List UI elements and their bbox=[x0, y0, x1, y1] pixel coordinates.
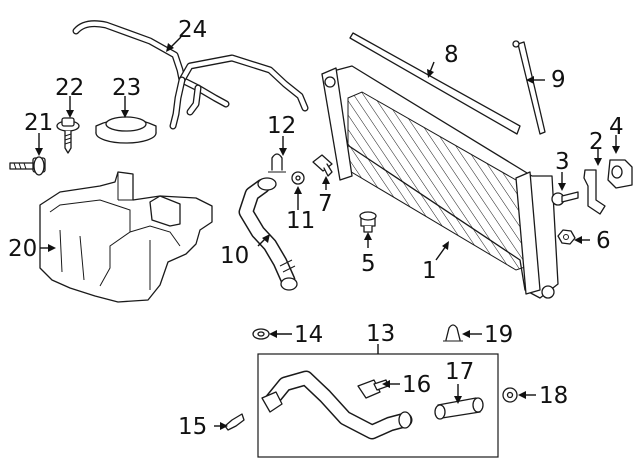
part-3-bolt bbox=[551, 191, 579, 206]
part-9-rod bbox=[512, 40, 546, 135]
part-20-coolant-reservoir bbox=[39, 171, 213, 303]
part-23-reservoir-cap bbox=[95, 116, 157, 144]
callout-8: 8 bbox=[444, 42, 459, 68]
callout-12: 12 bbox=[267, 113, 296, 139]
callout-2: 2 bbox=[589, 129, 604, 155]
callout-15: 15 bbox=[178, 414, 207, 440]
part-22-screw bbox=[56, 117, 80, 154]
callout-9: 9 bbox=[551, 67, 566, 93]
callout-19: 19 bbox=[484, 322, 513, 348]
callout-7: 7 bbox=[318, 191, 333, 217]
leader-lines bbox=[35, 36, 620, 430]
callout-4: 4 bbox=[609, 114, 624, 140]
part-16-sensor bbox=[357, 379, 389, 399]
callout-13: 13 bbox=[366, 321, 395, 347]
part-4-mount bbox=[607, 159, 633, 189]
callout-6: 6 bbox=[596, 228, 611, 254]
part-21-bolt bbox=[9, 156, 46, 176]
callout-5: 5 bbox=[361, 251, 376, 277]
callout-10: 10 bbox=[220, 243, 249, 269]
callout-24: 24 bbox=[178, 17, 207, 43]
part-17-hose bbox=[434, 397, 484, 420]
part-5-isolator bbox=[359, 211, 377, 233]
part-12-clip bbox=[268, 153, 286, 173]
part-10-hose bbox=[238, 177, 298, 291]
callout-18: 18 bbox=[539, 383, 568, 409]
part-18-washer bbox=[502, 387, 518, 403]
part-6-nut bbox=[557, 229, 576, 245]
part-7-bleeder-valve bbox=[312, 154, 333, 177]
part-1-radiator bbox=[321, 65, 559, 299]
callout-22: 22 bbox=[55, 75, 84, 101]
part-14-washer bbox=[252, 328, 270, 340]
part-15-clip bbox=[224, 413, 245, 431]
callout-labels: 24 22 23 21 12 8 9 2 4 3 6 5 11 7 1 10 2… bbox=[8, 17, 624, 440]
callout-14: 14 bbox=[294, 322, 323, 348]
part-11-washer bbox=[291, 171, 305, 185]
callout-21: 21 bbox=[24, 110, 53, 136]
part-8-seal bbox=[349, 32, 521, 135]
callout-3: 3 bbox=[555, 149, 570, 175]
callout-11: 11 bbox=[286, 208, 315, 234]
callout-16: 16 bbox=[402, 372, 431, 398]
part-2-bracket bbox=[583, 169, 606, 215]
part-24-tube-assembly bbox=[72, 20, 309, 130]
callout-1: 1 bbox=[422, 258, 437, 284]
callout-20: 20 bbox=[8, 236, 37, 262]
part-19-clip bbox=[443, 324, 463, 342]
part-13-tube bbox=[261, 370, 413, 440]
callout-17: 17 bbox=[445, 359, 474, 385]
callout-23: 23 bbox=[112, 75, 141, 101]
